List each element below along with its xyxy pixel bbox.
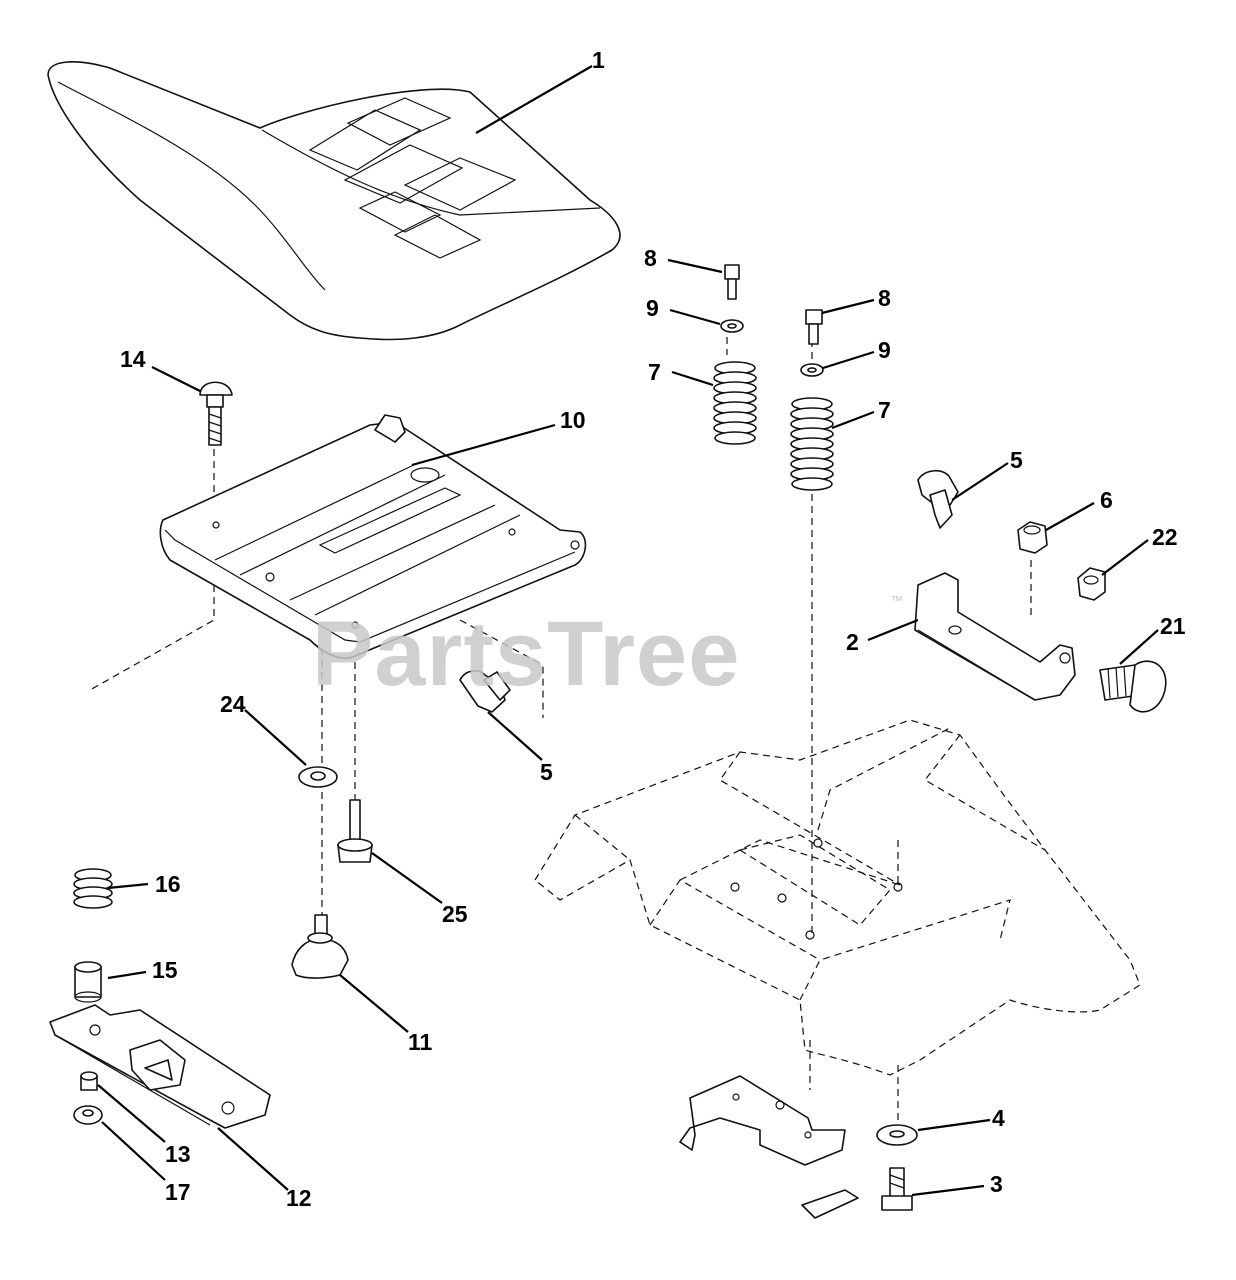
trademark-symbol: ™ bbox=[890, 593, 903, 608]
bolt-right bbox=[805, 309, 823, 345]
spacer bbox=[74, 961, 102, 1003]
watermark-text: PartsTree bbox=[312, 603, 740, 705]
washer-large bbox=[298, 766, 338, 788]
lock-washer-left bbox=[720, 319, 744, 333]
callout-22: 22 bbox=[1152, 524, 1178, 550]
callout-24: 24 bbox=[220, 691, 246, 717]
callout-21: 21 bbox=[1160, 613, 1186, 639]
flat-washer bbox=[876, 1124, 918, 1146]
slide-plate bbox=[49, 1004, 271, 1129]
callout-1: 1 bbox=[592, 47, 605, 73]
callout-8-right: 8 bbox=[878, 285, 891, 311]
lock-washer-right bbox=[800, 363, 824, 377]
seat-pan bbox=[159, 414, 587, 660]
seat bbox=[47, 61, 621, 341]
callout-6: 6 bbox=[1100, 487, 1113, 513]
spring-clip-center bbox=[459, 670, 511, 713]
callout-leaders bbox=[97, 65, 1159, 1197]
callout-15: 15 bbox=[152, 957, 178, 983]
adjustment-knob bbox=[291, 914, 349, 979]
tractor-frame-outline bbox=[534, 719, 1141, 1076]
nut-small bbox=[80, 1071, 98, 1091]
bolt-left bbox=[724, 264, 740, 300]
seat-bracket bbox=[914, 572, 1076, 701]
callout-14: 14 bbox=[120, 346, 146, 372]
callout-25: 25 bbox=[442, 901, 468, 927]
callout-numbers: 1 8 9 7 8 9 7 14 10 5 6 22 2 21 5 24 25 … bbox=[120, 47, 1186, 1211]
callout-16: 16 bbox=[155, 871, 181, 897]
callout-13: 13 bbox=[165, 1141, 191, 1167]
callout-9-left: 9 bbox=[646, 295, 659, 321]
callout-8-left: 8 bbox=[644, 245, 657, 271]
lower-bracket bbox=[679, 1075, 859, 1219]
callout-5-right: 5 bbox=[1010, 447, 1023, 473]
callout-3: 3 bbox=[990, 1171, 1003, 1197]
washer-small bbox=[73, 1105, 103, 1125]
carriage-bolt bbox=[199, 381, 233, 446]
hex-nut bbox=[1017, 521, 1048, 554]
callout-17: 17 bbox=[165, 1179, 191, 1205]
callout-5-center: 5 bbox=[540, 759, 553, 785]
callout-10: 10 bbox=[560, 407, 586, 433]
lock-nut bbox=[1077, 567, 1106, 601]
callout-2: 2 bbox=[846, 629, 859, 655]
callout-4: 4 bbox=[992, 1105, 1005, 1131]
pivot-bolt bbox=[1099, 660, 1167, 713]
callout-7-left: 7 bbox=[648, 359, 661, 385]
assembly-guide-lines bbox=[89, 337, 1032, 1125]
shoulder-bolt bbox=[337, 799, 373, 863]
watermark: PartsTree ™ bbox=[312, 593, 903, 705]
callout-9-right: 9 bbox=[878, 337, 891, 363]
compression-spring-left bbox=[713, 361, 757, 445]
callout-7-right: 7 bbox=[878, 397, 891, 423]
spring-small bbox=[73, 868, 113, 909]
hex-bolt bbox=[881, 1167, 913, 1211]
callout-11: 11 bbox=[408, 1029, 433, 1055]
compression-spring-right bbox=[790, 397, 834, 491]
spring-clip-right bbox=[917, 469, 959, 529]
callout-12: 12 bbox=[286, 1185, 312, 1211]
